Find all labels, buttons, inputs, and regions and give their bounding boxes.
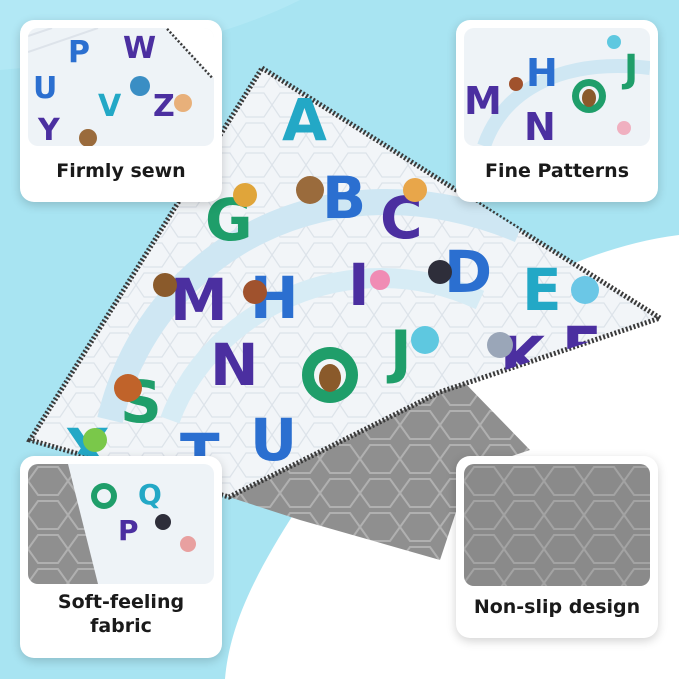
mat-underside xyxy=(229,380,530,560)
firmly-sewn-label: Firmly sewn xyxy=(56,160,186,182)
letter-f: F xyxy=(562,314,602,382)
svg-text:V: V xyxy=(98,89,122,124)
svg-text:Z: Z xyxy=(153,89,175,124)
svg-text:P: P xyxy=(118,514,139,547)
non-slip-closeup-image xyxy=(464,464,650,586)
letter-b: B xyxy=(322,164,366,232)
letter-i: I xyxy=(348,251,370,319)
svg-text:W: W xyxy=(123,31,156,66)
non-slip-label: Non-slip design xyxy=(473,596,641,618)
feature-card-firmly-sewn: P W U V Z Y Firmly sewn xyxy=(20,20,222,202)
feature-card-non-slip: Non-slip design xyxy=(456,456,658,638)
svg-text:N: N xyxy=(524,105,556,146)
feature-card-fine-patterns: H M N J Fine Patterns xyxy=(456,20,658,202)
svg-text:M: M xyxy=(464,79,502,123)
svg-text:J: J xyxy=(621,47,638,91)
svg-text:Q: Q xyxy=(138,478,162,511)
fine-patterns-label: Fine Patterns xyxy=(484,160,629,182)
soft-fabric-label: Soft-feeling fabric xyxy=(57,591,185,637)
letter-j: J xyxy=(386,318,412,386)
letter-e: E xyxy=(522,256,562,324)
svg-text:P: P xyxy=(68,35,90,70)
firmly-sewn-closeup-image: P W U V Z Y xyxy=(28,28,214,146)
letter-a: A xyxy=(282,86,327,154)
svg-text:Y: Y xyxy=(37,113,61,146)
fine-patterns-closeup-image: H M N J xyxy=(464,28,650,146)
letter-u: U xyxy=(250,406,297,474)
letter-m: M xyxy=(170,266,228,334)
letter-d: D xyxy=(444,238,492,306)
feature-card-soft-fabric: Q P Soft-feeling fabric xyxy=(20,456,222,658)
letter-l: L xyxy=(525,391,562,459)
soft-fabric-closeup-image: Q P xyxy=(28,464,214,584)
svg-text:U: U xyxy=(33,71,57,106)
letter-n: N xyxy=(210,331,259,399)
svg-text:H: H xyxy=(526,51,558,95)
